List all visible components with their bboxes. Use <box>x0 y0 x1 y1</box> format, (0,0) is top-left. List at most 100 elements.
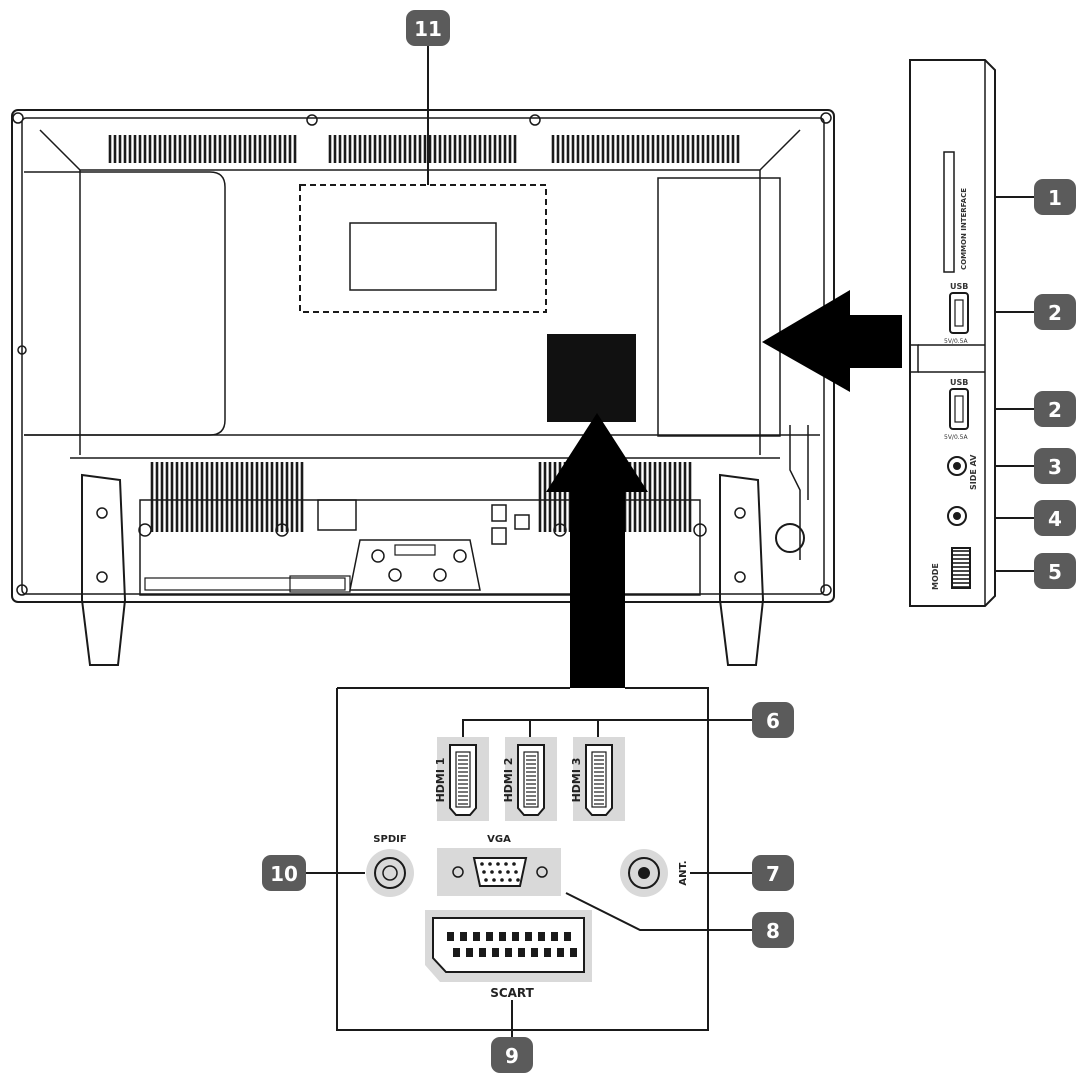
hdmi-bracket <box>462 719 599 737</box>
callout-badge-bg <box>1034 391 1076 427</box>
scart-pin <box>518 948 525 957</box>
vga-pin <box>488 862 492 866</box>
tv-cable-knob <box>775 523 805 553</box>
callout-badge-bg <box>262 855 306 891</box>
usb-rating-bottom: 5V/0.5A <box>944 434 968 441</box>
scart-port <box>432 917 585 973</box>
tv-stand-screw <box>96 571 108 583</box>
tv-screw <box>433 568 447 582</box>
callout-badge-bg <box>1034 553 1076 589</box>
tv-stand-right <box>719 473 765 666</box>
vga-pin <box>504 862 508 866</box>
vga-pin <box>490 870 494 874</box>
callout-badge-8: 8 <box>752 912 794 948</box>
scart-pin <box>473 932 480 941</box>
vga-pin <box>492 878 496 882</box>
usb-rating-top: 5V/0.5A <box>944 338 968 345</box>
callout-number: 5 <box>1048 560 1062 584</box>
callout-badge-bg <box>752 912 794 948</box>
tv-bottom-bar <box>289 575 351 593</box>
callout-number: 2 <box>1048 398 1062 422</box>
ant-label: ANT. <box>678 860 689 885</box>
scart-pin <box>505 948 512 957</box>
tv-connector <box>317 499 357 531</box>
spdif-jack-inner <box>382 865 398 881</box>
usb-port-top-inner <box>954 299 964 327</box>
scart-pin <box>466 948 473 957</box>
tv-screw <box>12 112 24 124</box>
tv-screw <box>820 584 832 596</box>
usb-label-top: USB <box>950 282 968 291</box>
tv-stand-plate <box>349 539 481 591</box>
vga-pin <box>498 870 502 874</box>
tv-screw <box>306 114 318 126</box>
tv-left-panel <box>24 171 226 436</box>
vga-pin <box>500 878 504 882</box>
callout-badges: 11 1 2 2 3 4 5 6 <box>262 10 1076 1073</box>
vga-pin <box>496 862 500 866</box>
vga-screw-right <box>536 866 548 878</box>
callout-number: 9 <box>505 1044 519 1068</box>
tv-stand-screw <box>734 571 746 583</box>
callout-number: 6 <box>766 709 780 733</box>
side-av-jack <box>947 456 967 476</box>
vga-pin <box>516 878 520 882</box>
callout-badge-bg <box>752 702 794 738</box>
tv-frame <box>11 109 835 603</box>
tv-back-view <box>11 109 835 666</box>
arrow-up <box>546 413 648 688</box>
connector-panel-frame <box>336 687 709 1031</box>
tv-housing-sides <box>79 170 761 455</box>
tv-screw <box>453 549 467 563</box>
tv-screw <box>371 549 385 563</box>
scart-pin <box>453 948 460 957</box>
callout-badge-bg <box>1034 448 1076 484</box>
vga-screw-left <box>452 866 464 878</box>
callout-badge-2a: 2 <box>1034 294 1076 330</box>
spdif-jack-bg <box>366 849 414 897</box>
headphone-jack <box>947 506 967 526</box>
callout-badge-bg <box>752 855 794 891</box>
ant-jack-inner <box>638 867 650 879</box>
scart-pin <box>544 948 551 957</box>
ci-slot <box>943 151 955 273</box>
callout-badge-bg <box>406 10 450 46</box>
ci-slot-label: COMMON INTERFACE <box>960 188 968 270</box>
side-panel <box>909 59 996 607</box>
tv-screw <box>138 523 152 537</box>
scart-pin <box>525 932 532 941</box>
callout-badge-bg <box>1034 500 1076 536</box>
callout-number: 8 <box>766 919 780 943</box>
vga-pin <box>484 878 488 882</box>
callout-badge-1: 1 <box>1034 179 1076 215</box>
callout-badge-bg <box>1034 294 1076 330</box>
scart-pin <box>479 948 486 957</box>
tv-bottom-strip <box>139 499 701 596</box>
tv-connector <box>514 514 530 530</box>
tv-cable <box>789 425 809 560</box>
side-av-label: SIDE AV <box>969 454 978 490</box>
callout-badge-bg <box>491 1037 533 1073</box>
vga-pin <box>482 870 486 874</box>
tv-right-panel <box>657 177 781 437</box>
callout-badge-7: 7 <box>752 855 794 891</box>
hdmi-pin-lines <box>458 755 604 805</box>
tv-stand-slot <box>394 544 436 556</box>
callout-badge-4: 4 <box>1034 500 1076 536</box>
callout-badge-bg <box>1034 179 1076 215</box>
spdif-jack <box>374 857 406 889</box>
callout-badge-5: 5 <box>1034 553 1076 589</box>
hdmi-2-pins <box>523 751 539 808</box>
mode-label: MODE <box>931 563 940 590</box>
scart-pin <box>570 948 577 957</box>
vga-pin <box>506 870 510 874</box>
tv-screw <box>693 523 707 537</box>
scart-pin <box>447 932 454 941</box>
tv-screw <box>529 114 541 126</box>
usb-port-top <box>949 292 969 334</box>
callout-number: 1 <box>1048 186 1062 210</box>
callout-number: 4 <box>1048 507 1062 531</box>
tv-connector <box>491 504 507 522</box>
callout-badge-10: 10 <box>262 855 306 891</box>
